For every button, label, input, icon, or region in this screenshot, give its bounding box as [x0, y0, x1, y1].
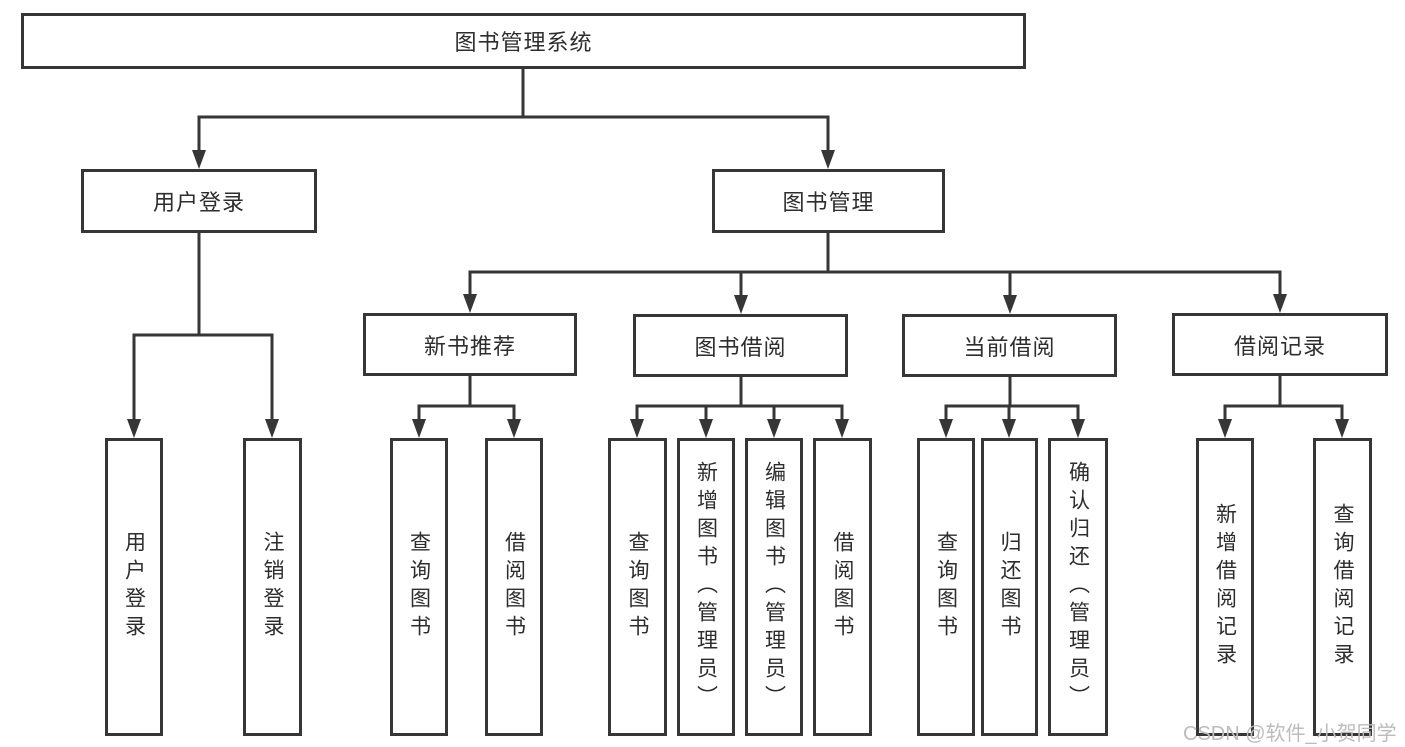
node-leaf-user-login: 用户登录 [105, 438, 163, 736]
watermark: CSDN @软件_小贺同学 [1183, 723, 1397, 745]
node-book-management: 图书管理 [712, 169, 945, 233]
node-leaf-query-borrow-record: 查询借阅记录 [1313, 438, 1372, 736]
node-label-borrowing-records: 借阅记录 [1233, 333, 1326, 359]
node-book-borrowing: 图书借阅 [633, 314, 848, 377]
node-label-leaf-user-login: 用户登录 [122, 531, 146, 643]
node-label-book-borrowing: 图书借阅 [694, 334, 787, 360]
node-label-new-book-recommend: 新书推荐 [423, 333, 516, 359]
node-label-leaf-edit-book-admin: 编辑图书（管理员） [762, 461, 786, 713]
node-label-leaf-add-book-admin: 新增图书（管理员） [694, 461, 718, 713]
node-label-leaf-add-borrow-record: 新增借阅记录 [1213, 503, 1237, 671]
node-user-login: 用户登录 [81, 169, 317, 233]
node-leaf-add-borrow-record: 新增借阅记录 [1196, 438, 1254, 736]
node-label-book-management: 图书管理 [782, 190, 875, 215]
node-leaf-borrow-books-2: 借阅图书 [813, 438, 872, 736]
node-leaf-borrow-books-1: 借阅图书 [485, 438, 543, 736]
node-root: 图书管理系统 [21, 13, 1026, 69]
node-label-current-borrowing: 当前借阅 [963, 334, 1056, 360]
node-label-leaf-borrow-books-1: 借阅图书 [502, 531, 526, 643]
node-label-leaf-logout: 注销登录 [261, 531, 284, 643]
node-label-leaf-query-books-1: 查询图书 [407, 531, 431, 643]
node-borrowing-records: 借阅记录 [1172, 313, 1388, 376]
node-label-root: 图书管理系统 [454, 30, 593, 55]
node-leaf-logout: 注销登录 [243, 438, 302, 736]
node-label-leaf-query-borrow-record: 查询借阅记录 [1331, 503, 1354, 671]
node-leaf-query-books-1: 查询图书 [390, 438, 448, 736]
node-leaf-edit-book-admin: 编辑图书（管理员） [745, 438, 803, 736]
node-label-leaf-return-books: 归还图书 [998, 531, 1021, 643]
node-label-leaf-confirm-return-admin: 确认归还（管理员） [1066, 461, 1090, 713]
node-new-book-recommend: 新书推荐 [363, 313, 577, 376]
node-label-user-login: 用户登录 [152, 190, 245, 215]
node-leaf-add-book-admin: 新增图书（管理员） [677, 438, 735, 736]
node-label-leaf-query-books-2: 查询图书 [626, 531, 649, 643]
node-leaf-return-books: 归还图书 [981, 438, 1038, 736]
node-label-leaf-borrow-books-2: 借阅图书 [831, 531, 854, 643]
node-label-leaf-query-books-3: 查询图书 [934, 531, 958, 643]
node-leaf-confirm-return-admin: 确认归还（管理员） [1048, 438, 1108, 736]
node-current-borrowing: 当前借阅 [902, 314, 1117, 377]
node-leaf-query-books-2: 查询图书 [608, 438, 667, 736]
node-leaf-query-books-3: 查询图书 [917, 438, 975, 736]
